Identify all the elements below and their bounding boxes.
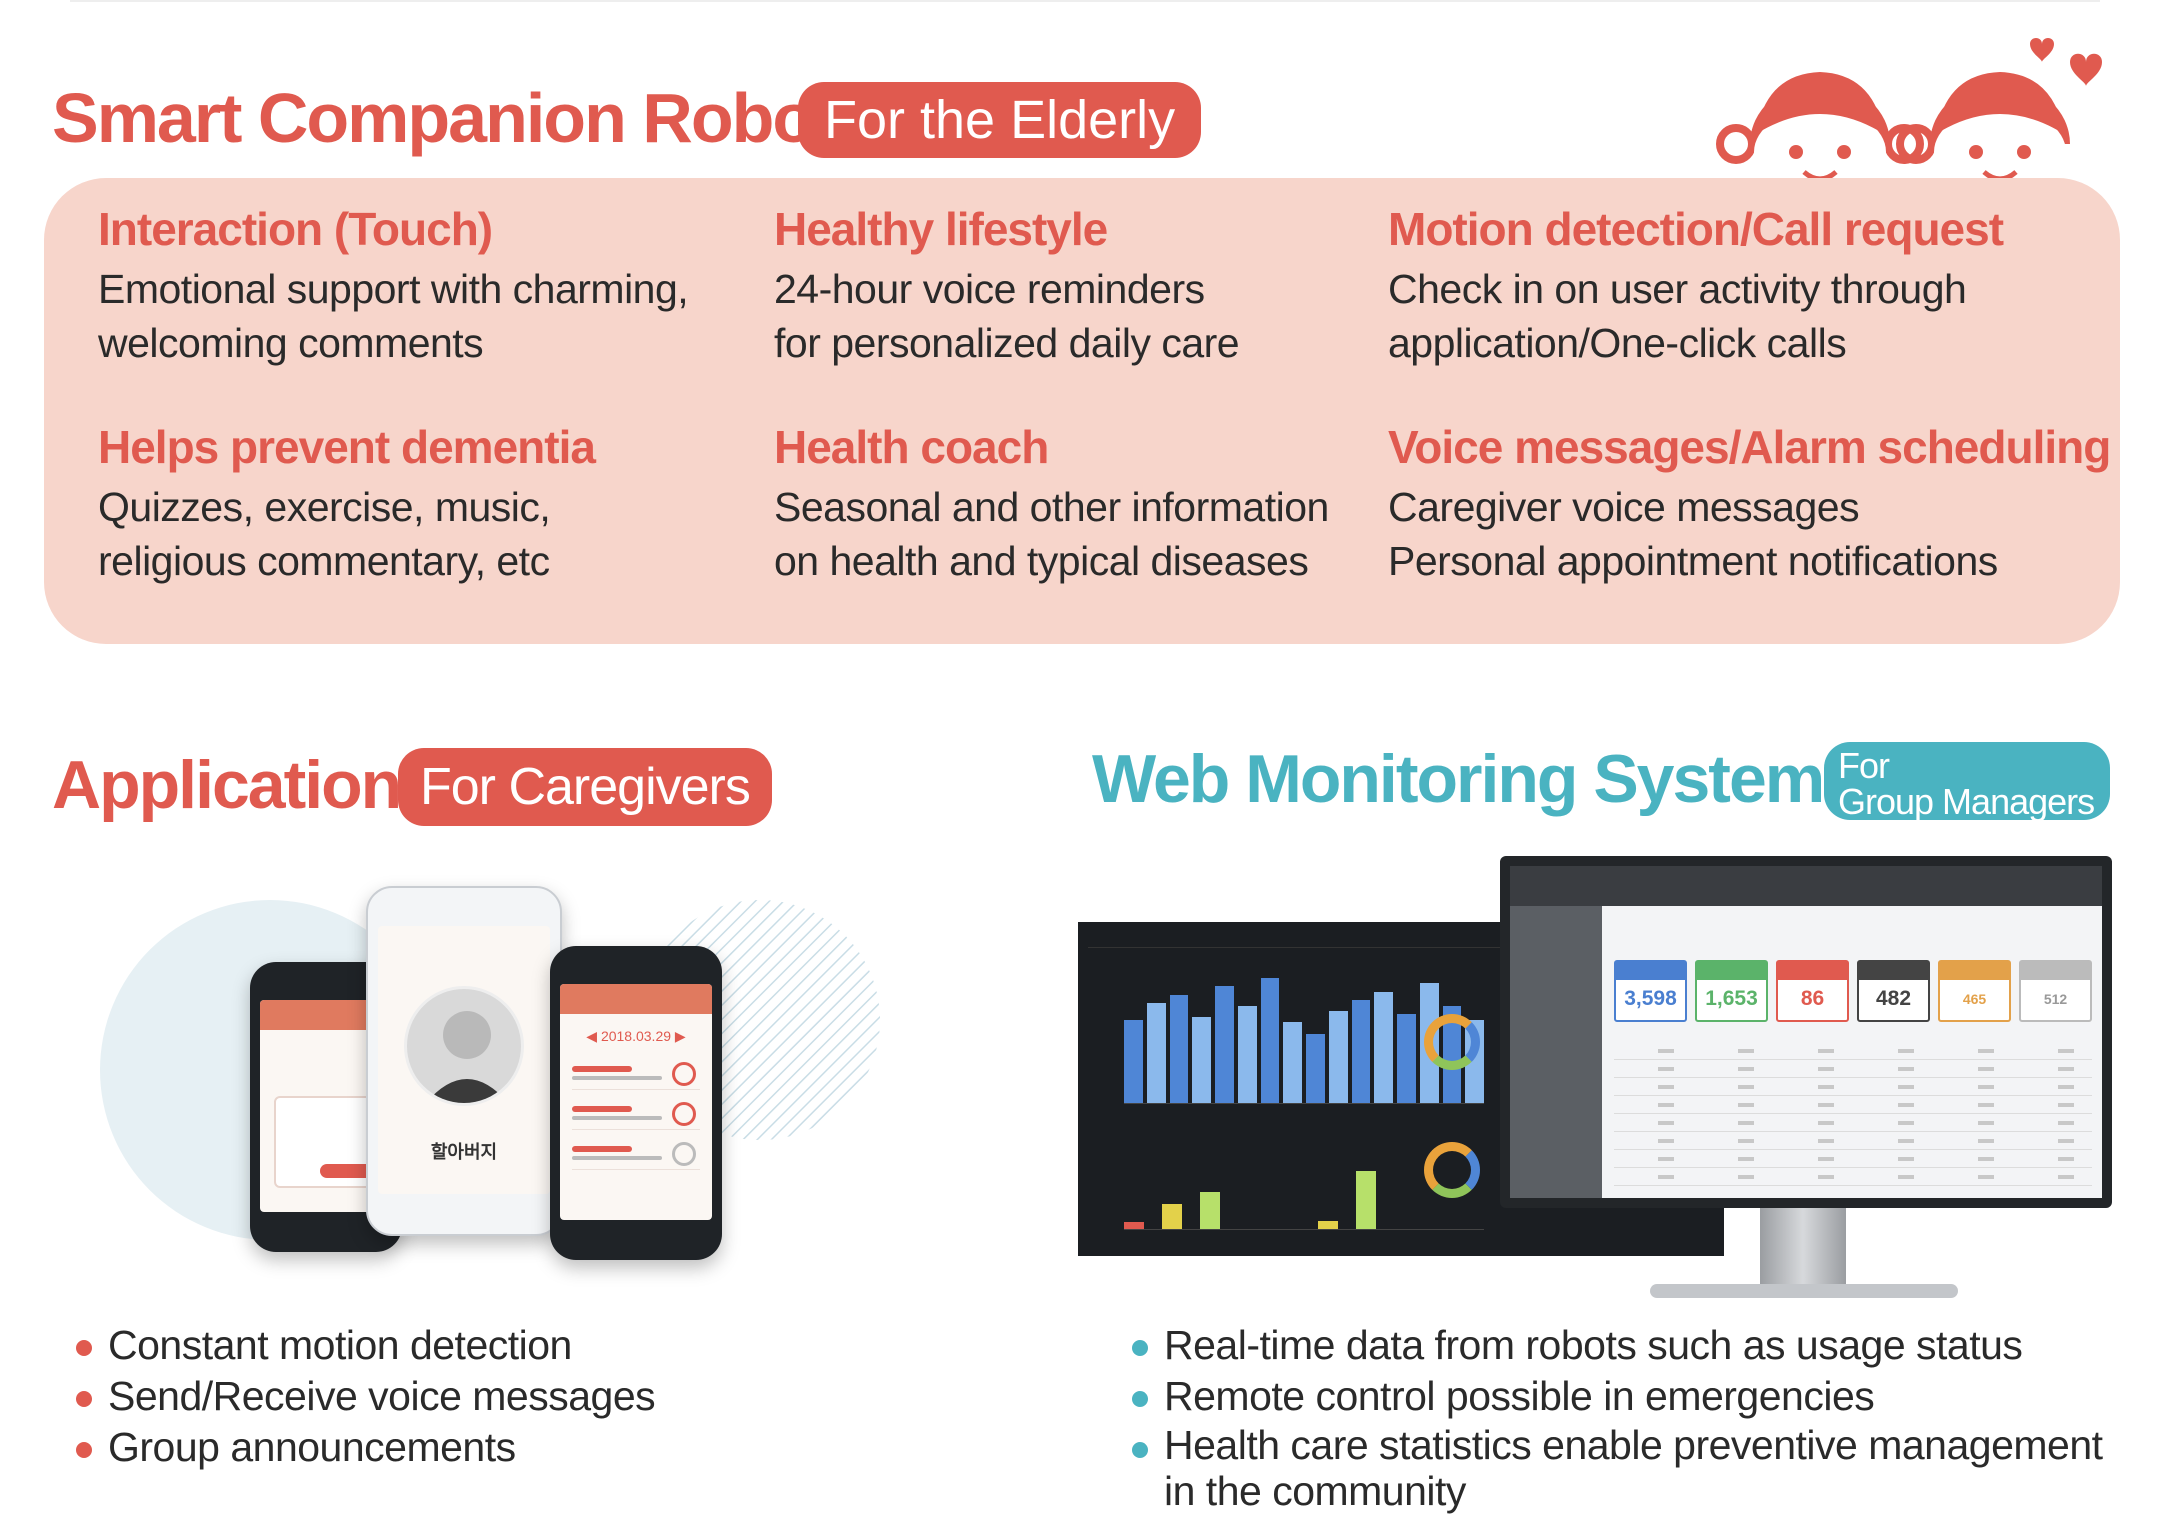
feature-item: Interaction (Touch) Emotional support wi… — [98, 202, 689, 370]
feature-title: Motion detection/Call request — [1388, 203, 2004, 255]
kpi-row: 3,598 1,653 86 482 465 512 — [1614, 960, 2092, 1022]
feature-title: Voice messages/Alarm scheduling — [1388, 421, 2111, 473]
phone-schedule: ◀ 2018.03.29 ▶ — [550, 946, 722, 1260]
feature-text: Check in on user activity through — [1388, 266, 1967, 312]
alarm-icon — [672, 1142, 696, 1166]
table-row — [1614, 1060, 2092, 1078]
table-row — [1614, 1096, 2092, 1114]
monitor-base — [1650, 1284, 1958, 1298]
application-bullets: Constant motion detection Send/Receive v… — [62, 1320, 656, 1473]
managers-badge: For Group Managers — [1824, 742, 2110, 820]
application-title: Application — [52, 747, 402, 823]
list-item — [572, 1060, 700, 1090]
feature-title: Healthy lifestyle — [774, 203, 1108, 255]
kpi-card: 482 — [1857, 960, 1930, 1022]
usage-bar-chart — [1124, 964, 1484, 1104]
audience-badge: For the Elderly — [798, 82, 1202, 158]
phone-mockups: 할아버지 ◀ 2018.03.29 ▶ — [50, 870, 940, 1290]
monitor-display: 3,598 1,653 86 482 465 512 — [1500, 856, 2112, 1208]
badge-line: For — [1838, 745, 1890, 786]
profile-name: 할아버지 — [430, 1142, 498, 1162]
feature-item: Health coach Seasonal and other informat… — [774, 420, 1329, 588]
table-row — [1614, 1078, 2092, 1096]
feature-text: religious commentary, etc — [98, 538, 550, 584]
list-item — [572, 1100, 700, 1130]
list-item: Send/Receive voice messages — [62, 1371, 656, 1422]
list-item — [572, 1140, 700, 1170]
feature-text: 24-hour voice reminders — [774, 266, 1205, 312]
table-row — [1614, 1132, 2092, 1150]
top-divider — [70, 0, 2100, 2]
feature-item: Voice messages/Alarm scheduling Caregive… — [1388, 420, 2111, 588]
table-row — [1614, 1114, 2092, 1132]
feature-item: Motion detection/Call request Check in o… — [1388, 202, 2004, 370]
feature-text: on health and typical diseases — [774, 538, 1309, 584]
kpi-card: 465 — [1938, 960, 2011, 1022]
avatar — [404, 986, 524, 1106]
list-item: Real-time data from robots such as usage… — [1118, 1320, 2118, 1371]
feature-text: Emotional support with charming, — [98, 266, 689, 312]
monitor-topbar — [1510, 866, 2102, 906]
list-item: Constant motion detection — [62, 1320, 655, 1371]
status-bar-chart — [1124, 1146, 1484, 1230]
kpi-card: 1,653 — [1695, 960, 1768, 1022]
kpi-card: 86 — [1776, 960, 1849, 1022]
phone-screen: ◀ 2018.03.29 ▶ — [560, 984, 712, 1220]
feature-title: Helps prevent dementia — [98, 421, 596, 473]
feature-text: for personalized daily care — [774, 320, 1240, 366]
list-item: Group announcements — [62, 1422, 655, 1473]
robot-table — [1614, 1042, 2092, 1186]
list-item: Remote control possible in emergencies — [1118, 1371, 2118, 1422]
phone-screen: 할아버지 — [378, 926, 550, 1194]
feature-text: Caregiver voice messages — [1388, 484, 1860, 530]
web-monitoring-title: Web Monitoring System — [1092, 741, 1825, 817]
monitor-stand — [1760, 1208, 1846, 1288]
kid-face-icon — [1716, 72, 1924, 224]
monitoring-screen: 3,598 1,653 86 482 465 512 — [1510, 866, 2102, 1198]
alarm-icon — [672, 1062, 696, 1086]
phone-profile: 할아버지 — [366, 886, 562, 1236]
feature-text: welcoming comments — [98, 320, 484, 366]
feature-text: Personal appointment notifications — [1388, 538, 1998, 584]
schedule-date: ◀ 2018.03.29 ▶ — [586, 1028, 686, 1044]
feature-text: Quizzes, exercise, music, — [98, 484, 551, 530]
monitor-sidebar — [1510, 906, 1602, 1198]
feature-title: Interaction (Touch) — [98, 203, 493, 255]
heart-icon — [2070, 53, 2102, 86]
feature-panel: Interaction (Touch) Emotional support wi… — [44, 178, 2120, 644]
heart-icon — [2030, 38, 2054, 62]
donut-chart — [1424, 1142, 1480, 1198]
table-row — [1614, 1150, 2092, 1168]
caregivers-badge: For Caregivers — [398, 748, 772, 826]
feature-text: Seasonal and other information — [774, 484, 1329, 530]
alert-dialog — [274, 1096, 378, 1188]
table-row — [1614, 1042, 2092, 1060]
alarm-icon — [672, 1102, 696, 1126]
mascot-kids-illustration — [1716, 38, 2102, 224]
web-bullets: Real-time data from robots such as usage… — [1118, 1320, 2118, 1514]
page-title: Smart Companion Robot — [52, 79, 836, 157]
feature-item: Helps prevent dementia Quizzes, exercise… — [98, 420, 596, 588]
kpi-card: 512 — [2019, 960, 2092, 1022]
table-row — [1614, 1168, 2092, 1186]
feature-item: Healthy lifestyle 24-hour voice reminder… — [774, 202, 1240, 370]
list-item: Health care statistics enable preventive… — [1118, 1422, 2118, 1514]
feature-title: Health coach — [774, 421, 1049, 473]
badge-line: Group Managers — [1838, 781, 2095, 822]
donut-chart — [1424, 1014, 1480, 1070]
kpi-card: 3,598 — [1614, 960, 1687, 1022]
feature-text: application/One-click calls — [1388, 320, 1847, 366]
